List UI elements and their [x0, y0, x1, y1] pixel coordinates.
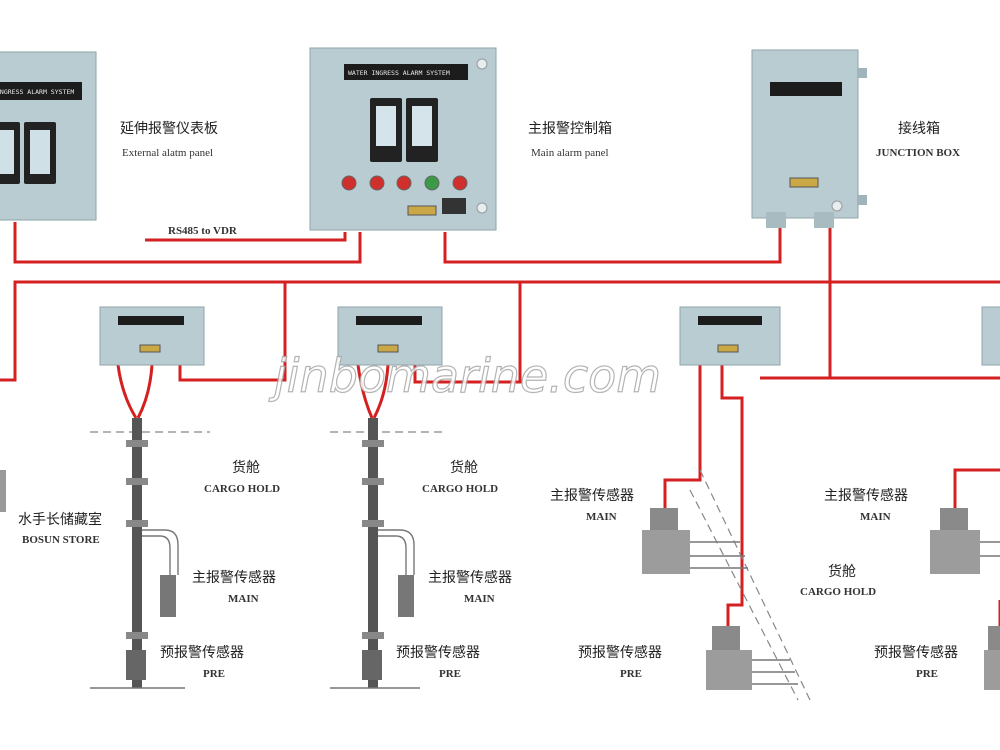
rs485-label: RS485 to VDR	[168, 225, 238, 237]
sensor-assembly-1	[90, 418, 210, 689]
sensor-assembly-4	[930, 508, 1000, 690]
labels: 延伸报警仪表板 External alatm panel 主报警控制箱 Main…	[18, 120, 960, 680]
main-sensor-en-4: MAIN	[860, 511, 891, 523]
junction-box-cn: 接线箱	[898, 120, 940, 137]
bosun-store-cn: 水手长储藏室	[18, 511, 102, 528]
main-sensor-en-3: MAIN	[586, 511, 617, 523]
cargo-hold-cn-2: 货舱	[450, 459, 478, 476]
cargo-hold-cn-1: 货舱	[232, 459, 260, 476]
sensor-assembly-2	[330, 418, 445, 689]
watermark: jinbomarine.com	[268, 349, 661, 403]
pre-sensor-en-2: PRE	[439, 668, 461, 680]
wiring	[0, 222, 1000, 628]
pre-sensor-en-3: PRE	[620, 668, 642, 680]
pre-sensor-cn-3: 预报警传感器	[578, 644, 662, 661]
main-panel-cn: 主报警控制箱	[528, 121, 612, 137]
cargo-hold-cn-3: 货舱	[828, 563, 856, 580]
main-sensor-cn-3: 主报警传感器	[550, 487, 634, 504]
bosun-store-en: BOSUN STORE	[22, 534, 100, 546]
local-box-2	[337, 306, 443, 366]
junction-box-en: JUNCTION BOX	[876, 147, 960, 159]
main-sensor-cn-1: 主报警传感器	[192, 569, 276, 586]
main-panel-buttons	[341, 175, 468, 191]
main-sensor-en-1: MAIN	[228, 593, 259, 605]
pre-sensor-cn-1: 预报警传感器	[160, 644, 244, 661]
local-box-1	[99, 306, 205, 366]
pre-sensor-cn-4: 预报警传感器	[874, 644, 958, 661]
external-alarm-panel: INGRESS ALARM SYSTEM	[0, 51, 97, 221]
main-panel-en: Main alarm panel	[531, 147, 609, 159]
external-panel-en: External alatm panel	[122, 147, 213, 159]
pre-sensor-cn-2: 预报警传感器	[396, 644, 480, 661]
external-panel-cn: 延伸报警仪表板	[120, 121, 218, 137]
main-alarm-panel: WATER INGRESS ALARM SYSTEM	[309, 47, 497, 231]
main-sensor-en-2: MAIN	[464, 593, 495, 605]
pre-sensor-en-4: PRE	[916, 668, 938, 680]
sensor-assembly-3	[642, 469, 811, 701]
cargo-hold-en-3: CARGO HOLD	[800, 586, 876, 598]
junction-box	[751, 49, 867, 228]
external-panel-plate: INGRESS ALARM SYSTEM	[0, 88, 74, 96]
main-panel-plate: WATER INGRESS ALARM SYSTEM	[348, 69, 450, 77]
cargo-hold-en-2: CARGO HOLD	[422, 483, 498, 495]
cargo-hold-en-1: CARGO HOLD	[204, 483, 280, 495]
main-sensor-cn-4: 主报警传感器	[824, 487, 908, 504]
main-sensor-cn-2: 主报警传感器	[428, 569, 512, 586]
bosun-store-sensor	[0, 470, 6, 512]
local-box-3	[679, 306, 781, 366]
local-box-4	[981, 306, 1000, 366]
pre-sensor-en-1: PRE	[203, 668, 225, 680]
